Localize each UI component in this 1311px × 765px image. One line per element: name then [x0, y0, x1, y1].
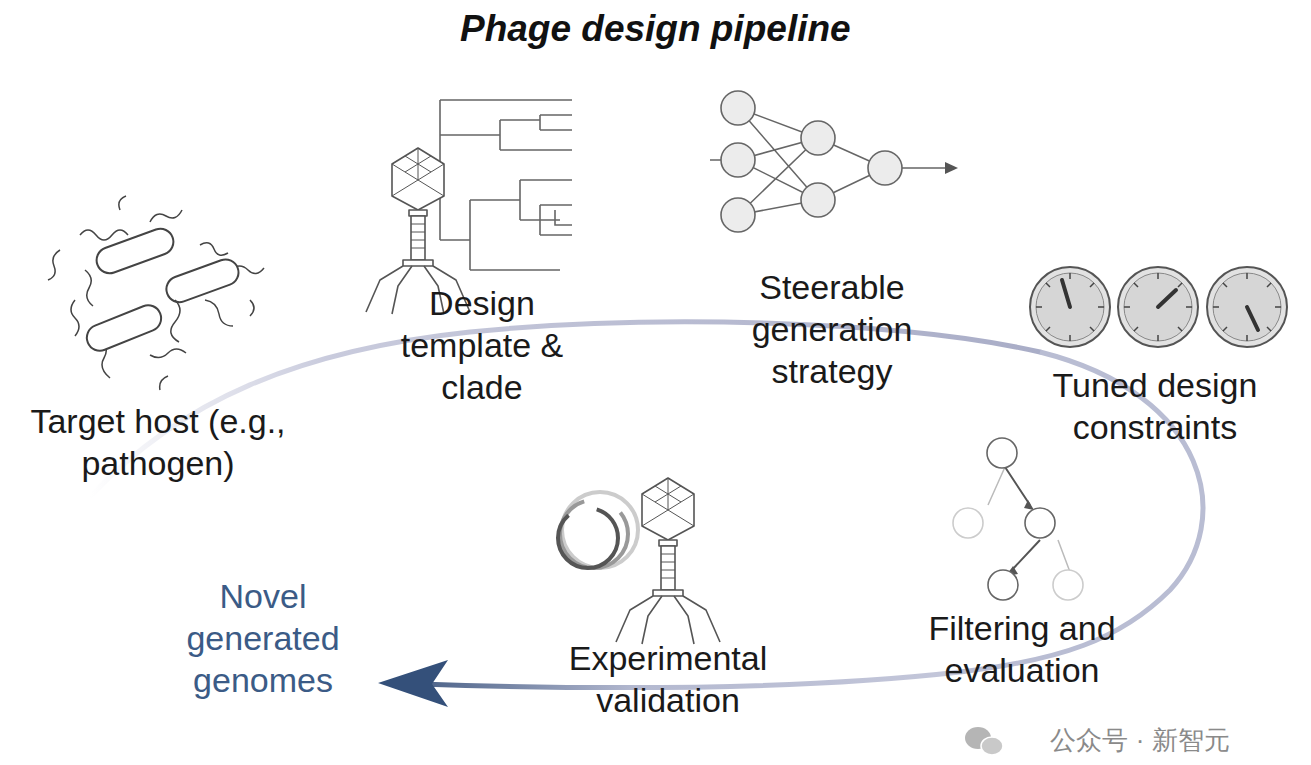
gauge-icon: [1030, 267, 1287, 347]
phylogenetic-tree: [440, 100, 572, 270]
step-label: Tuned design constraints: [1020, 364, 1290, 448]
bacteria-icon: [48, 196, 264, 390]
step-label: Steerable generation strategy: [712, 266, 952, 392]
step-label: Experimental validation: [538, 637, 798, 721]
watermark: 公众号 · 新智元: [995, 725, 1285, 755]
filter-tree-icon: [953, 438, 1083, 600]
wechat-icon: [965, 727, 1003, 755]
step-label: Design template & clade: [377, 282, 587, 408]
phage-icon: [616, 478, 720, 644]
arrow-head: [378, 660, 448, 707]
genome-ring-icon: [558, 492, 638, 568]
output-label: Novel generated genomes: [158, 575, 368, 701]
neural-network-icon: [710, 91, 958, 232]
step-label: Filtering and evaluation: [887, 607, 1157, 691]
step-label: Target host (e.g., pathogen): [8, 400, 308, 484]
diagram-title: Phage design pipeline: [460, 8, 851, 50]
